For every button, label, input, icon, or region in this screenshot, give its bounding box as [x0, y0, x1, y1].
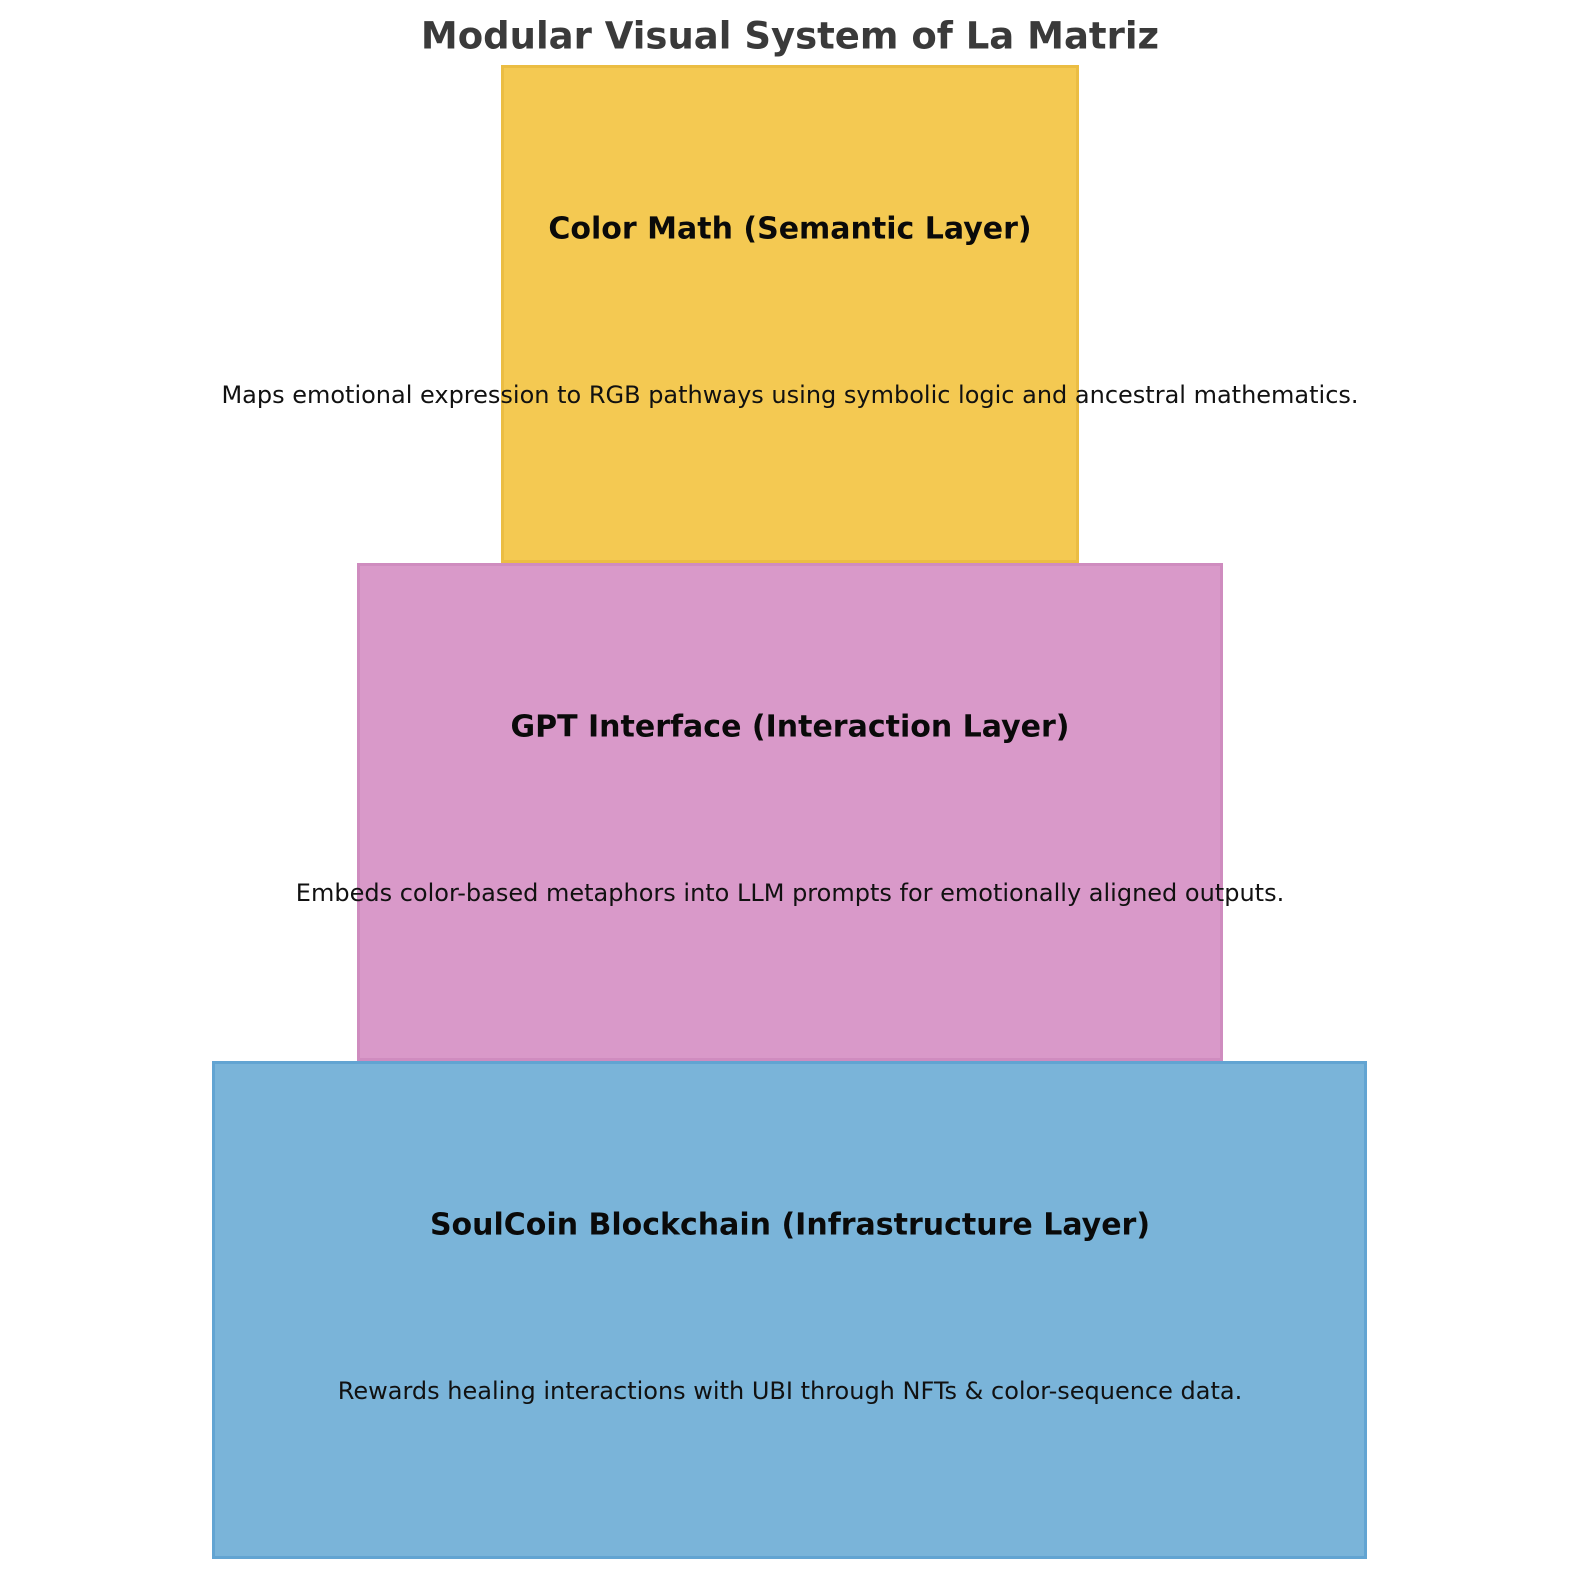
layer-box-color-math [501, 65, 1079, 563]
layer-title-soulcoin-blockchain: SoulCoin Blockchain (Infrastructure Laye… [429, 1207, 1151, 1243]
layer-box-gpt-interface [357, 563, 1223, 1061]
layer-box-soulcoin-blockchain [212, 1061, 1367, 1559]
layer-title-gpt-interface: GPT Interface (Interaction Layer) [510, 709, 1070, 745]
layer-description-color-math: Maps emotional expression to RGB pathway… [221, 381, 1359, 409]
layer-description-gpt-interface: Embeds color-based metaphors into LLM pr… [295, 879, 1285, 907]
layer-title-color-math: Color Math (Semantic Layer) [548, 211, 1032, 247]
layer-description-soulcoin-blockchain: Rewards healing interactions with UBI th… [337, 1377, 1243, 1405]
figure-title: Modular Visual System of La Matriz [420, 14, 1160, 58]
